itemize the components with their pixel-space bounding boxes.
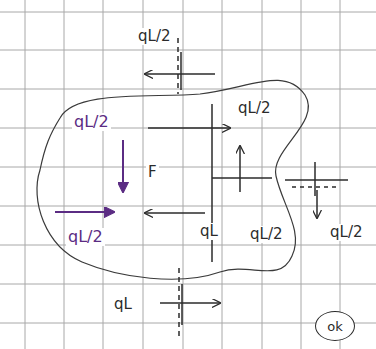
members-and-forces [145, 38, 348, 338]
force-label: qL/2 [328, 224, 364, 241]
force-label: qL/2 [248, 226, 284, 243]
added-forces [55, 140, 123, 212]
check-circle: ok [315, 311, 355, 341]
force-label: qL [198, 223, 220, 240]
force-label: qL/2 [136, 28, 172, 45]
free-body-boundary [37, 80, 308, 279]
force-label: qL/2 [236, 100, 272, 117]
force-label: F [146, 164, 159, 181]
check-note: ok [327, 319, 342, 334]
force-label: qL/2 [66, 228, 105, 246]
force-label: qL/2 [72, 113, 111, 131]
force-label: qL [112, 296, 134, 313]
